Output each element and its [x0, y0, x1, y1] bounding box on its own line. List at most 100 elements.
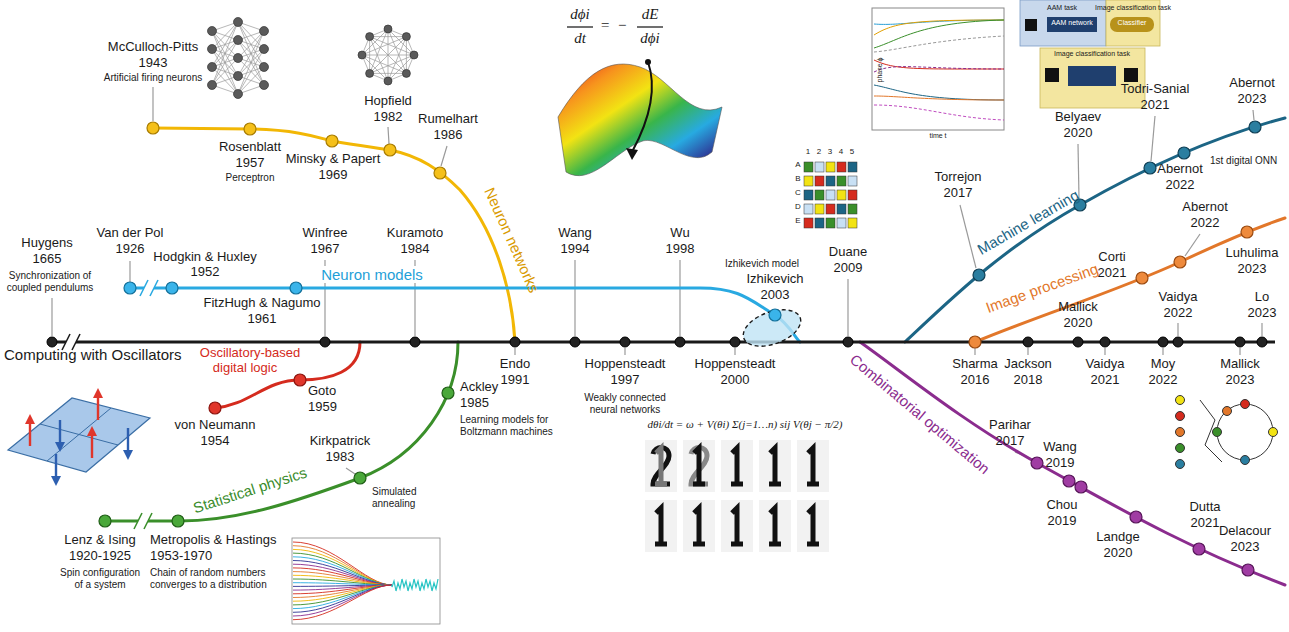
- timeline-dot: [1249, 121, 1261, 133]
- tsp-inset: [1269, 428, 1278, 437]
- note-text: time t: [929, 132, 946, 140]
- note-text: 1st digital ONN: [1210, 155, 1277, 167]
- timeline-label: Sharma: [952, 357, 998, 372]
- leader-line: [388, 127, 389, 144]
- hopfield-icon: [370, 36, 407, 37]
- digit-frames: [655, 448, 667, 484]
- hopfield-icon: [384, 77, 392, 85]
- timeline-dot: [1075, 481, 1087, 493]
- timeline-label: Wu: [670, 226, 689, 241]
- timeline-label: Huygens: [21, 236, 72, 251]
- leader-line: [1177, 323, 1178, 336]
- phase-plot: [874, 67, 1004, 72]
- color-grid: [837, 204, 846, 214]
- timeline-label: 1997: [611, 373, 640, 388]
- branch-label: dϕi: [640, 30, 659, 47]
- leader-line: [574, 260, 575, 336]
- timeline-label: 2021: [1191, 516, 1220, 531]
- timeline-label: 1943: [139, 56, 168, 71]
- note-text: Chain of random numbers: [150, 567, 266, 579]
- note-text: Weakly connected: [584, 392, 666, 404]
- phase-plot: [874, 20, 1004, 35]
- timeline-label: 2017: [944, 186, 973, 201]
- break-mark: [144, 513, 152, 529]
- timeline-label: Winfree: [303, 226, 348, 241]
- timeline-dot: [620, 337, 630, 347]
- note-text: 5: [850, 147, 854, 156]
- tsp-inset: [1241, 456, 1250, 465]
- timeline-label: 2022: [1191, 216, 1220, 231]
- tsp-inset: [1241, 400, 1250, 409]
- tsp-inset: [1176, 428, 1185, 437]
- leader-line: [1078, 144, 1079, 198]
- branch-label: Neuron models: [319, 266, 425, 283]
- color-grid: [837, 218, 846, 228]
- leader-line: [974, 348, 975, 355]
- timeline-dot: [1136, 272, 1148, 284]
- note-text: annealing: [372, 498, 415, 510]
- timeline-label: 2020: [1064, 316, 1093, 331]
- convergence-plot: [293, 585, 392, 612]
- phase-plot: [872, 8, 1004, 130]
- main-axis: [52, 341, 1275, 344]
- timeline-dot: [410, 337, 420, 347]
- layered-network-icon: [234, 18, 243, 27]
- timeline-dot: [570, 337, 580, 347]
- energy-surface: [626, 148, 638, 160]
- timeline-label: 2009: [834, 261, 863, 276]
- timeline-dot: [675, 337, 685, 347]
- phase-plot: [874, 105, 1004, 120]
- color-grid: [837, 190, 846, 200]
- timeline-dot: [99, 387, 454, 527]
- hopfield-icon: [410, 51, 418, 59]
- branch-label: Neuron networks: [481, 185, 543, 296]
- timeline-label: 1998: [666, 242, 695, 257]
- spin-arrow: [25, 388, 133, 486]
- convergence-plot: [293, 585, 392, 616]
- branch-curve: [860, 342, 1285, 585]
- timeline-dot: [1174, 256, 1186, 268]
- timeline-dot: [99, 515, 111, 527]
- ising-plane: [8, 398, 150, 472]
- timeline-dot: [1193, 543, 1205, 555]
- convergence-plot: [293, 553, 392, 585]
- break-mark: [150, 280, 158, 296]
- aam-inset: [1040, 48, 1145, 108]
- timeline-label: Delacour: [1219, 524, 1271, 539]
- timeline-label: 2022: [1166, 178, 1195, 193]
- timeline-label: Jackson: [1004, 357, 1052, 372]
- timeline-dot: [1031, 457, 1254, 576]
- timeline-dot: [969, 336, 981, 348]
- layered-network-icon: [260, 27, 269, 36]
- color-grid: [837, 176, 846, 186]
- timeline-dot: [1242, 564, 1254, 576]
- layered-network-icon: [260, 63, 269, 72]
- digit-frames: [759, 500, 791, 552]
- timeline-dot: [730, 337, 740, 347]
- timeline-label: 1952: [191, 265, 220, 280]
- timeline-label: 1984: [401, 242, 430, 257]
- hopfield-icon: [406, 37, 407, 74]
- branch-curve: [975, 218, 1285, 342]
- note-text: Spin configuration: [60, 567, 140, 579]
- color-grid: [848, 204, 857, 214]
- timeline-dot: [326, 135, 338, 147]
- timeline-label: 2021: [1091, 373, 1120, 388]
- branch-curve: [105, 118, 1285, 585]
- timeline-label: 1969: [319, 168, 348, 183]
- note-text: Artificial firing neurons: [104, 72, 202, 84]
- timeline-label: 1994: [561, 242, 590, 257]
- timeline-label: Kirkpatrick: [310, 434, 371, 449]
- timeline-label: 2023: [1238, 262, 1267, 277]
- timeline-label: Oscillatory-based: [200, 346, 300, 361]
- tsp-inset: [1217, 404, 1273, 460]
- layered-network-icon: [208, 81, 217, 90]
- leader-line: [960, 205, 976, 268]
- leader-line: [1253, 110, 1254, 120]
- timeline-label: Vaidya: [1086, 357, 1125, 372]
- timeline-dot: [973, 121, 1261, 281]
- color-grid: [804, 176, 813, 186]
- note-text: C: [795, 188, 801, 197]
